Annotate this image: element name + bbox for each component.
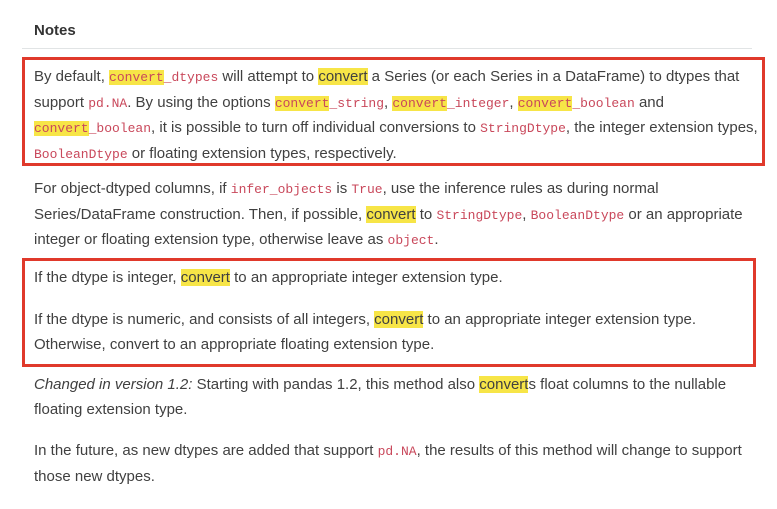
- text: , it is possible to turn off individual …: [151, 119, 481, 136]
- code-convert-boolean: convert_boolean: [517, 95, 635, 111]
- text: ,: [522, 205, 531, 223]
- paragraph-object-dtyped: For object-dtyped columns, if infer_obje…: [34, 177, 758, 254]
- paragraph-numeric-dtype: If the dtype is numeric, and consists of…: [34, 308, 758, 357]
- text: . By using the options: [127, 93, 275, 111]
- highlight-convert: convert: [479, 376, 529, 393]
- highlight-convert: convert: [517, 95, 573, 111]
- text: If the dtype is numeric, and consists of…: [34, 311, 375, 328]
- heading-divider: [22, 48, 752, 49]
- text: For object-dtyped columns, if: [34, 180, 231, 197]
- code-pd-na: pd.NA: [377, 444, 417, 459]
- text: In the future, as new dtypes are added t…: [34, 442, 378, 459]
- code-pd-na: pd.NA: [88, 95, 128, 111]
- text: ,: [384, 93, 393, 111]
- highlight-convert: convert: [366, 205, 416, 223]
- highlight-convert: convert: [109, 70, 164, 85]
- text: to an appropriate integer extension type…: [229, 269, 503, 286]
- text: will attempt to: [218, 68, 319, 85]
- highlight-convert: convert: [274, 95, 330, 111]
- code-suffix: _string: [329, 95, 385, 111]
- highlight-convert: convert: [374, 311, 424, 328]
- paragraph-future-dtypes: In the future, as new dtypes are added t…: [34, 439, 758, 489]
- code-suffix: _boolean: [572, 95, 635, 111]
- code-convert-string: convert_string: [274, 95, 385, 111]
- text: .: [434, 231, 439, 248]
- text: Starting with pandas 1.2, this method al…: [192, 376, 480, 393]
- text: to: [415, 205, 437, 223]
- text: or floating extension types, respectivel…: [127, 144, 397, 162]
- highlight-convert: convert: [392, 95, 447, 111]
- highlight-convert: convert: [180, 269, 230, 286]
- code-true: True: [351, 182, 383, 197]
- code-suffix: _dtypes: [163, 70, 219, 85]
- text: is: [332, 180, 352, 197]
- text: and: [634, 93, 664, 111]
- text: ,: [509, 93, 518, 111]
- highlight-convert: convert: [318, 68, 368, 85]
- annotation-box-top: [22, 57, 765, 166]
- section-heading-notes: Notes: [34, 22, 76, 39]
- text: If the dtype is integer,: [34, 269, 181, 286]
- code-stringdtype: StringDtype: [436, 207, 523, 223]
- paragraph-integer-dtype: If the dtype is integer, convert to an a…: [34, 266, 758, 291]
- text: s float columns to the nullable floating…: [34, 376, 727, 418]
- highlight-convert: convert: [34, 121, 89, 136]
- code-infer-objects: infer_objects: [230, 182, 333, 197]
- code-booleandtype: BooleanDtype: [530, 207, 625, 223]
- code-convert-boolean: convert_boolean: [34, 121, 151, 136]
- text: to an appropriate integer extension type…: [34, 311, 697, 353]
- code-convert-dtypes: convert_dtypes: [109, 70, 218, 85]
- code-suffix: _integer: [446, 95, 510, 111]
- annotation-box-middle: [22, 258, 756, 367]
- code-convert-integer: convert_integer: [392, 95, 510, 111]
- text: , use the inference rules as during norm…: [34, 180, 659, 223]
- text: , the results of this method will change…: [34, 442, 742, 485]
- text: By default,: [34, 68, 110, 85]
- code-suffix: _boolean: [88, 121, 152, 136]
- paragraph-version-change: Changed in version 1.2: Starting with pa…: [34, 373, 758, 422]
- code-object: object: [387, 233, 435, 248]
- text: or an appropriate integer or floating ex…: [34, 205, 743, 249]
- code-booleandtype: BooleanDtype: [34, 146, 128, 162]
- text: a Series (or each Series in a DataFrame)…: [34, 68, 740, 111]
- code-stringdtype: StringDtype: [480, 121, 566, 136]
- paragraph-default-behavior: By default, convert_dtypes will attempt …: [34, 65, 758, 167]
- version-note: Changed in version 1.2:: [34, 376, 193, 393]
- text: , the integer extension types,: [565, 119, 758, 136]
